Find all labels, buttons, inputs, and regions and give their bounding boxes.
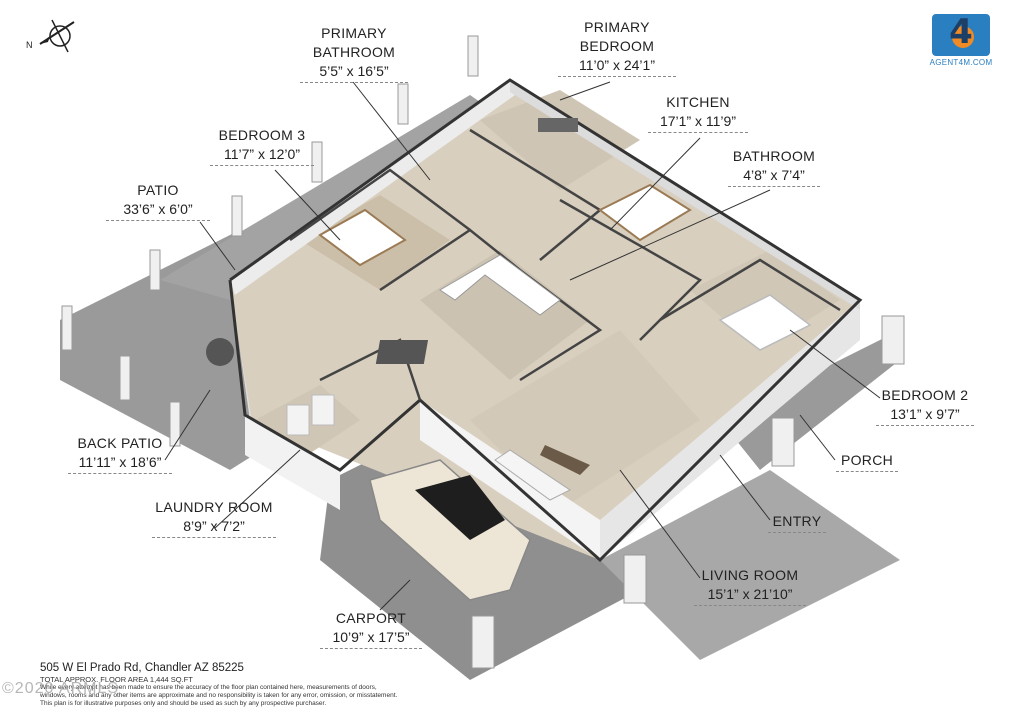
room-name-line: BEDROOM 2 [881,387,969,403]
disclaimer-line: While every attempt has been made to ens… [40,684,377,691]
kitchen-counter [439,254,561,316]
coffee-table [540,445,590,475]
front-ground [600,470,900,660]
property-address: 505 W El Prado Rd, Chandler AZ 85225 [40,662,244,674]
room-name-line: BEDROOM [579,38,655,54]
room-label-back-patio: BACK PATIO 11’11” x 18’6” [68,434,172,474]
room-name-line: LIVING ROOM [701,567,799,583]
room-name-line: PRIMARY [321,25,387,41]
room-dimensions: 17’1” x 11’9” [648,112,748,133]
patio-table [206,338,234,366]
room-label-entry: ENTRY [768,512,826,533]
dryer [311,394,335,426]
room-label-kitchen: KITCHEN 17’1” x 11’9” [648,93,748,133]
room-label-primary-bedroom: PRIMARY BEDROOM 11’0” x 24’1” [558,18,676,77]
compass: N [22,16,78,56]
dining-table [375,340,429,364]
room-name-line: BEDROOM 3 [218,127,306,143]
room-label-bedroom-3: BEDROOM 3 11’7” x 12’0” [210,126,314,166]
logo-text: AGENT4M.COM [929,58,993,67]
room-dimensions: 15’1” x 21’10” [694,585,806,606]
room-label-primary-bathroom: PRIMARY BATHROOM 5’5” x 16’5” [300,24,408,83]
room-name-line: PORCH [840,452,894,468]
room-label-living-room: LIVING ROOM 15’1” x 21’10” [694,566,806,606]
room-name-line: BATHROOM [312,44,396,60]
leader-lines [164,81,881,611]
porch-slab [720,330,900,470]
room-dimensions: 11’7” x 12’0” [210,145,314,166]
room-label-bathroom: BATHROOM 4’8” x 7’4” [728,147,820,187]
furniture [206,118,812,501]
room-label-laundry-room: LAUNDRY ROOM 8’9” x 7’2” [152,498,276,538]
bedroom3-bed [318,208,407,267]
room-name-line: CARPORT [335,610,407,626]
room-dimensions [836,470,898,472]
car [369,459,531,601]
room-dimensions: 8’9” x 7’2” [152,517,276,538]
primary-bed [598,183,692,242]
room-dimensions: 10’9” x 17’5” [320,628,422,649]
room-dimensions: 33’6” x 6’0” [106,200,210,221]
bedroom2-bed [718,294,812,351]
room-dimensions: 4’8” x 7’4” [728,166,820,187]
primary-bedroom-floor [480,90,640,190]
desk [538,118,578,132]
room-dimensions: 11’0” x 24’1” [558,56,676,77]
agent4m-logo[interactable]: 4 AGENT4M.COM [928,10,994,70]
logo-mark: 4 [949,12,973,52]
plan-footer: 505 W El Prado Rd, Chandler AZ 85225 TOT… [40,662,397,708]
room-label-porch: PORCH [836,451,898,472]
wall-right [510,80,860,310]
floor-area: TOTAL APPROX. FLOOR AREA 1,444 SQ.FT [40,675,193,684]
room-name-line: LAUNDRY ROOM [155,499,273,515]
room-dimensions: 5’5” x 16’5” [300,62,408,83]
room-label-bedroom-2: BEDROOM 2 13’1” x 9’7” [876,386,974,426]
room-label-carport: CARPORT 10’9” x 17’5” [320,609,422,649]
room-name-line: ENTRY [772,513,822,529]
room-dimensions: 13’1” x 9’7” [876,405,974,426]
logo-camera-lens [952,26,974,48]
washer [286,404,310,436]
room-name-line: PATIO [137,182,179,198]
room-label-patio: PATIO 33’6” x 6’0” [106,181,210,221]
sofa [494,449,571,501]
compass-icon [39,19,75,53]
wall-laundry-front [245,415,340,510]
room-dimensions: 11’11” x 18’6” [68,453,172,474]
room-name-line: PRIMARY [584,19,650,35]
room-name-line: KITCHEN [666,94,730,110]
room-dimensions [768,531,826,533]
posts [61,35,905,669]
copyright-watermark: ©2020 ARMLS [2,680,120,697]
disclaimer-line: This plan is for illustrative purposes o… [40,700,327,707]
disclaimer-line: windows, rooms and any other items are a… [40,692,398,699]
compass-north-label: N [26,40,33,50]
wall-rear-left [230,80,515,295]
room-name-line: BACK PATIO [77,435,163,451]
room-name-line: BATHROOM [732,148,816,164]
wall-caps [228,78,863,563]
